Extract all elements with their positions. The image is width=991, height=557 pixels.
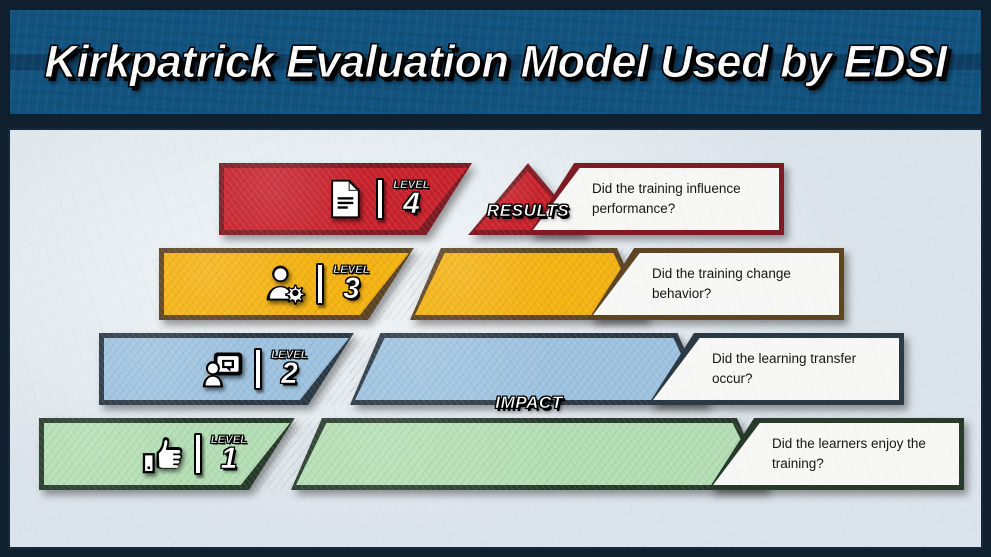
- level-1-center-band[interactable]: [291, 418, 768, 490]
- document-icon: [331, 179, 360, 219]
- title-banner: Kirkpatrick Evaluation Model Used by EDS…: [8, 8, 983, 116]
- page-title: Kirkpatrick Evaluation Model Used by EDS…: [44, 36, 948, 88]
- level-4-band-label: RESULTS: [486, 201, 570, 221]
- divider-bar: [316, 263, 325, 305]
- level-2-left-block[interactable]: LEVEL 2: [99, 333, 354, 405]
- user-gear-icon: [266, 265, 306, 305]
- divider-bar: [376, 178, 385, 220]
- pyramid-row-level-4: LEVEL 4 RESULTS Did th: [10, 163, 981, 235]
- pyramid-panel: LEVEL 4 RESULTS Did th: [8, 128, 983, 549]
- level-4-question-box[interactable]: Did the training influence performance?: [528, 163, 784, 235]
- level-3-left-block[interactable]: LEVEL 3: [159, 248, 414, 320]
- pyramid-row-level-3: LEVEL 3 IMPACT Did the training chan: [10, 248, 981, 412]
- level-3-tag: LEVEL 3: [333, 263, 370, 305]
- divider-bar: [254, 348, 263, 390]
- level-4-question-text: Did the training influence performance?: [592, 181, 741, 216]
- level-2-tag: LEVEL 2: [271, 348, 308, 390]
- level-1-question-box[interactable]: Did the learners enjoy the training?: [708, 418, 964, 490]
- level-3-band-label: IMPACT: [495, 393, 563, 413]
- presenter-screen-icon: [203, 352, 243, 388]
- level-3-question-box[interactable]: Did the training change behavior?: [588, 248, 844, 320]
- level-1-tag: LEVEL 1: [210, 433, 248, 475]
- pyramid-row-level-1: LEVEL 1 REACTION Did the learners en: [10, 418, 981, 490]
- level-1-question-text: Did the learners enjoy the training?: [772, 436, 926, 471]
- level-1-left-block[interactable]: LEVEL 1: [39, 418, 295, 490]
- level-2-center-band[interactable]: [350, 333, 708, 405]
- level-4-tag: LEVEL 4: [393, 178, 430, 220]
- level-4-left-block[interactable]: LEVEL 4: [219, 163, 472, 235]
- level-2-question-box[interactable]: Did the learning transfer occur?: [648, 333, 904, 405]
- divider-bar: [193, 433, 202, 475]
- pyramid-row-level-2: LEVEL 2 LEARNING Did the learning tr: [10, 333, 981, 405]
- level-2-question-text: Did the learning transfer occur?: [712, 351, 857, 386]
- level-3-question-text: Did the training change behavior?: [652, 266, 791, 301]
- thumbs-up-icon: [142, 437, 183, 474]
